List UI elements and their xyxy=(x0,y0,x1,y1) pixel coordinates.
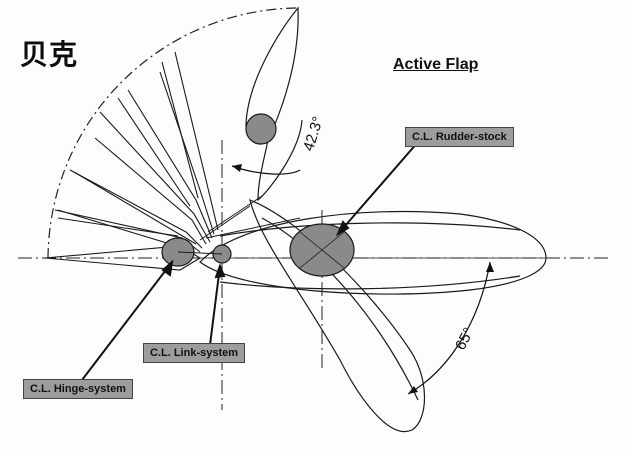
upper-flap-hub xyxy=(245,113,277,145)
angle-arc-42-arrow xyxy=(232,164,242,172)
diagram-title-active-flap: Active Flap xyxy=(393,56,479,73)
label-rudder-stock: C.L. Rudder-stock xyxy=(405,127,514,147)
upper-flap xyxy=(245,6,303,202)
angle-arc-42 xyxy=(231,165,301,175)
leader-lines xyxy=(81,141,419,381)
angle-arc-65 xyxy=(407,261,491,395)
angle-arc-65-arrow-bottom xyxy=(408,386,418,394)
linkage xyxy=(177,195,301,255)
rotated-rudder xyxy=(249,199,426,433)
rudder-stock-rays xyxy=(299,231,345,269)
diagram-title-cn: 贝克 xyxy=(20,38,79,71)
main-rudder xyxy=(199,210,547,295)
label-hinge-system: C.L. Hinge-system xyxy=(23,379,133,399)
label-link-system: C.L. Link-system xyxy=(143,343,246,363)
angle-arc-65-arrow-top xyxy=(486,262,494,272)
flap-fan xyxy=(44,51,219,271)
